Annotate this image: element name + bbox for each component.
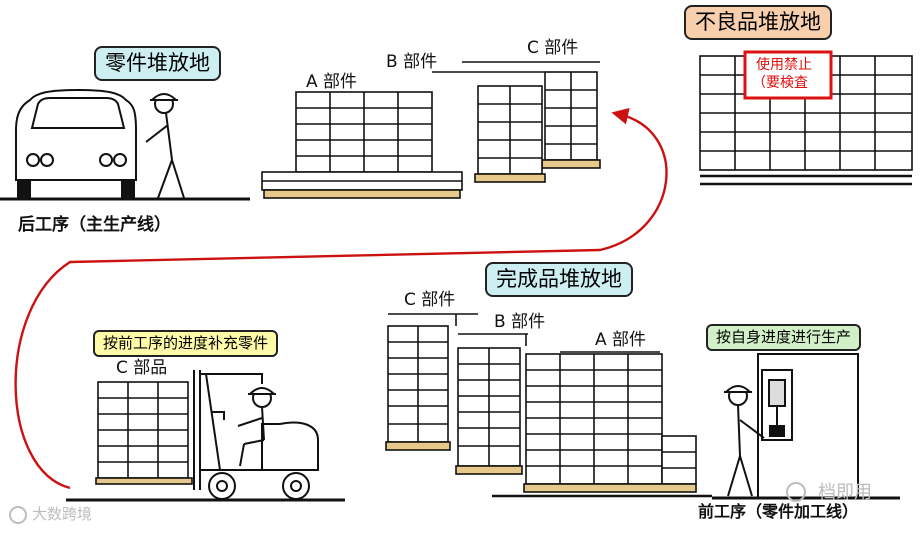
produce-label: 按自身进度进行生产 [706, 324, 862, 351]
top-part-a-label: A 部件 [306, 72, 358, 92]
parts-area-label: 零件堆放地 [94, 46, 221, 81]
rear-process-label: 后工序（主生产线） [18, 215, 171, 235]
forklift-part-label: C 部品 [116, 358, 168, 378]
forklift-icon [193, 370, 319, 500]
bottom-part-c-label: C 部件 [404, 290, 456, 310]
watermark-left: 大数跨境 [32, 505, 93, 523]
no-use-line2: （要検査 [752, 75, 808, 91]
front-process-label: 前工序（零件加工线） [698, 502, 859, 521]
watermark-right: 档即用 [818, 482, 872, 503]
top-parts-b-rack [432, 71, 546, 183]
bottom-parts-a-rack [523, 351, 697, 493]
wechat-logo-icon [786, 482, 806, 502]
top-part-b-label: B 部件 [386, 52, 438, 72]
bottom-parts-c-rack [385, 313, 478, 451]
bottom-parts-b-rack [455, 333, 528, 475]
car-icon [15, 88, 137, 199]
cycle-arrow [14, 108, 668, 490]
worker-bottom-icon [723, 385, 765, 497]
no-use-line1: 使用禁止 [756, 57, 812, 73]
replenish-label: 按前工序的进度补充零件 [93, 330, 279, 357]
machine-icon [757, 353, 859, 499]
brand-logo-icon [9, 506, 27, 524]
bottom-part-a-label: A 部件 [595, 330, 647, 350]
finished-area-label: 完成品堆放地 [485, 262, 633, 297]
top-parts-a-rack [261, 91, 463, 199]
forklift-driver-icon [237, 387, 277, 467]
defective-area-label: 不良品堆放地 [684, 5, 832, 40]
forklift-cargo [95, 381, 193, 485]
worker-top-icon [145, 93, 185, 199]
bottom-part-b-label: B 部件 [494, 312, 546, 332]
top-part-c-label: C 部件 [527, 38, 579, 58]
no-use-warning-frame [743, 50, 833, 100]
